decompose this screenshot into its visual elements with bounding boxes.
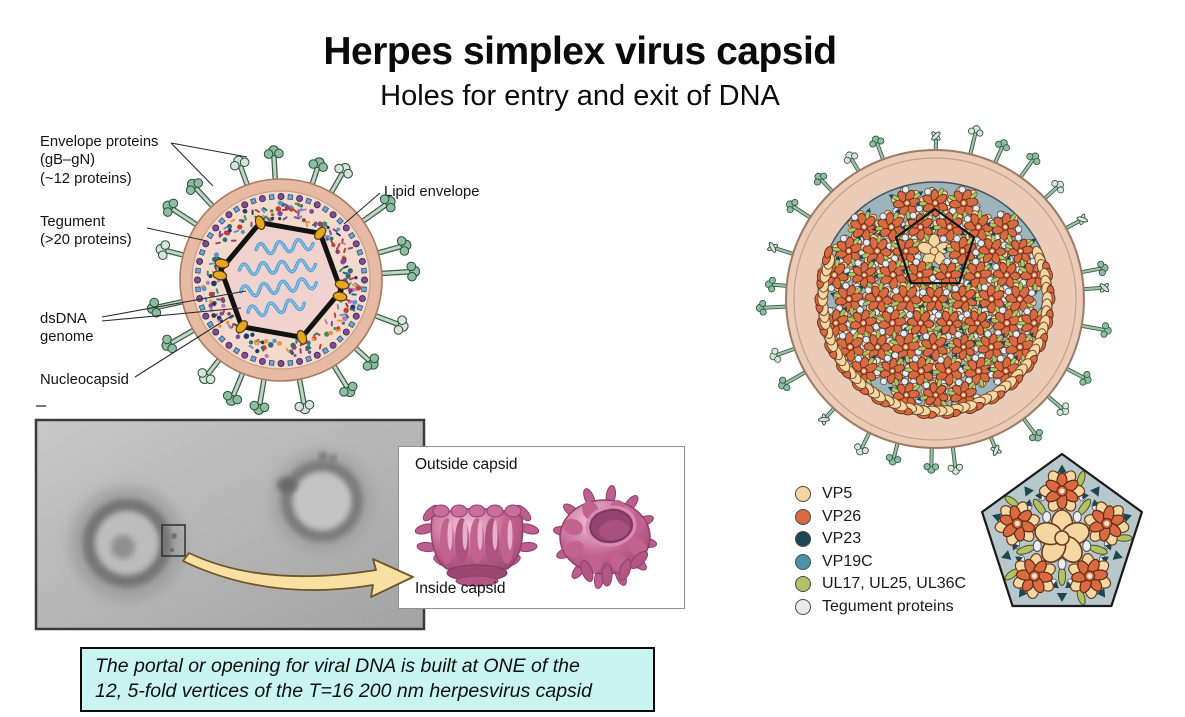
- legend-item-vp26: VP26: [795, 506, 966, 529]
- legend-swatch-tegument: [795, 598, 811, 615]
- portal-3d-renderings: [414, 484, 658, 590]
- electron-micrograph-panel: [34, 418, 426, 631]
- caption-box: The portal or opening for viral DNA is b…: [80, 647, 655, 712]
- legend-swatch-ul: [795, 576, 811, 593]
- outside-capsid-label: Outside capsid: [415, 456, 518, 473]
- legend-label: VP26: [822, 507, 862, 525]
- legend-label: UL17, UL25, UL36C: [822, 575, 967, 593]
- legend-item-vp19c: VP19C: [795, 551, 966, 574]
- legend-label: VP19C: [822, 552, 873, 570]
- caption-line-1: The portal or opening for viral DNA is b…: [95, 655, 580, 677]
- dsdna-genome-label: dsDNA genome: [40, 311, 94, 346]
- page-subtitle: Holes for entry and exit of DNA: [380, 80, 780, 112]
- legend-swatch-vp19c: [795, 553, 811, 570]
- virion-cross-section-diagram: [146, 145, 421, 415]
- legend-item-vp5: VP5: [795, 483, 966, 506]
- legend-swatch-vp26: [795, 508, 811, 525]
- header: Herpes simplex virus capsid Holes for en…: [0, 0, 1160, 113]
- lipid-envelope-label: Lipid envelope: [384, 184, 480, 200]
- protein-legend: VP5 VP26 VP23 VP19C UL17, UL25, UL36C Te…: [795, 483, 966, 618]
- legend-label: VP5: [822, 485, 853, 503]
- legend-item-ul17-ul25-ul36c: UL17, UL25, UL36C: [795, 573, 966, 596]
- legend-swatch-vp23: [795, 531, 811, 548]
- legend-item-tegument-proteins: Tegument proteins: [795, 596, 966, 619]
- legend-label: VP23: [822, 530, 862, 548]
- capsid-surface-diagram: [755, 125, 1112, 475]
- legend-label: Tegument proteins: [822, 597, 954, 615]
- portal-vertex-pentagon-diagram: [981, 452, 1143, 608]
- nucleocapsid-label: Nucleocapsid: [40, 372, 129, 388]
- page-title: Herpes simplex virus capsid: [323, 30, 837, 73]
- caption-line-2: 12, 5-fold vertices of the T=16 200 nm h…: [95, 680, 592, 702]
- legend-swatch-vp5: [795, 486, 811, 503]
- portal-inset-panel: Outside capsid Inside capsid: [398, 446, 685, 609]
- legend-item-vp23: VP23: [795, 528, 966, 551]
- tegument-label: Tegument (>20 proteins): [40, 214, 132, 249]
- inside-capsid-label: Inside capsid: [415, 580, 506, 597]
- envelope-proteins-label: Envelope proteins (gB–gN) (~12 proteins): [40, 134, 159, 187]
